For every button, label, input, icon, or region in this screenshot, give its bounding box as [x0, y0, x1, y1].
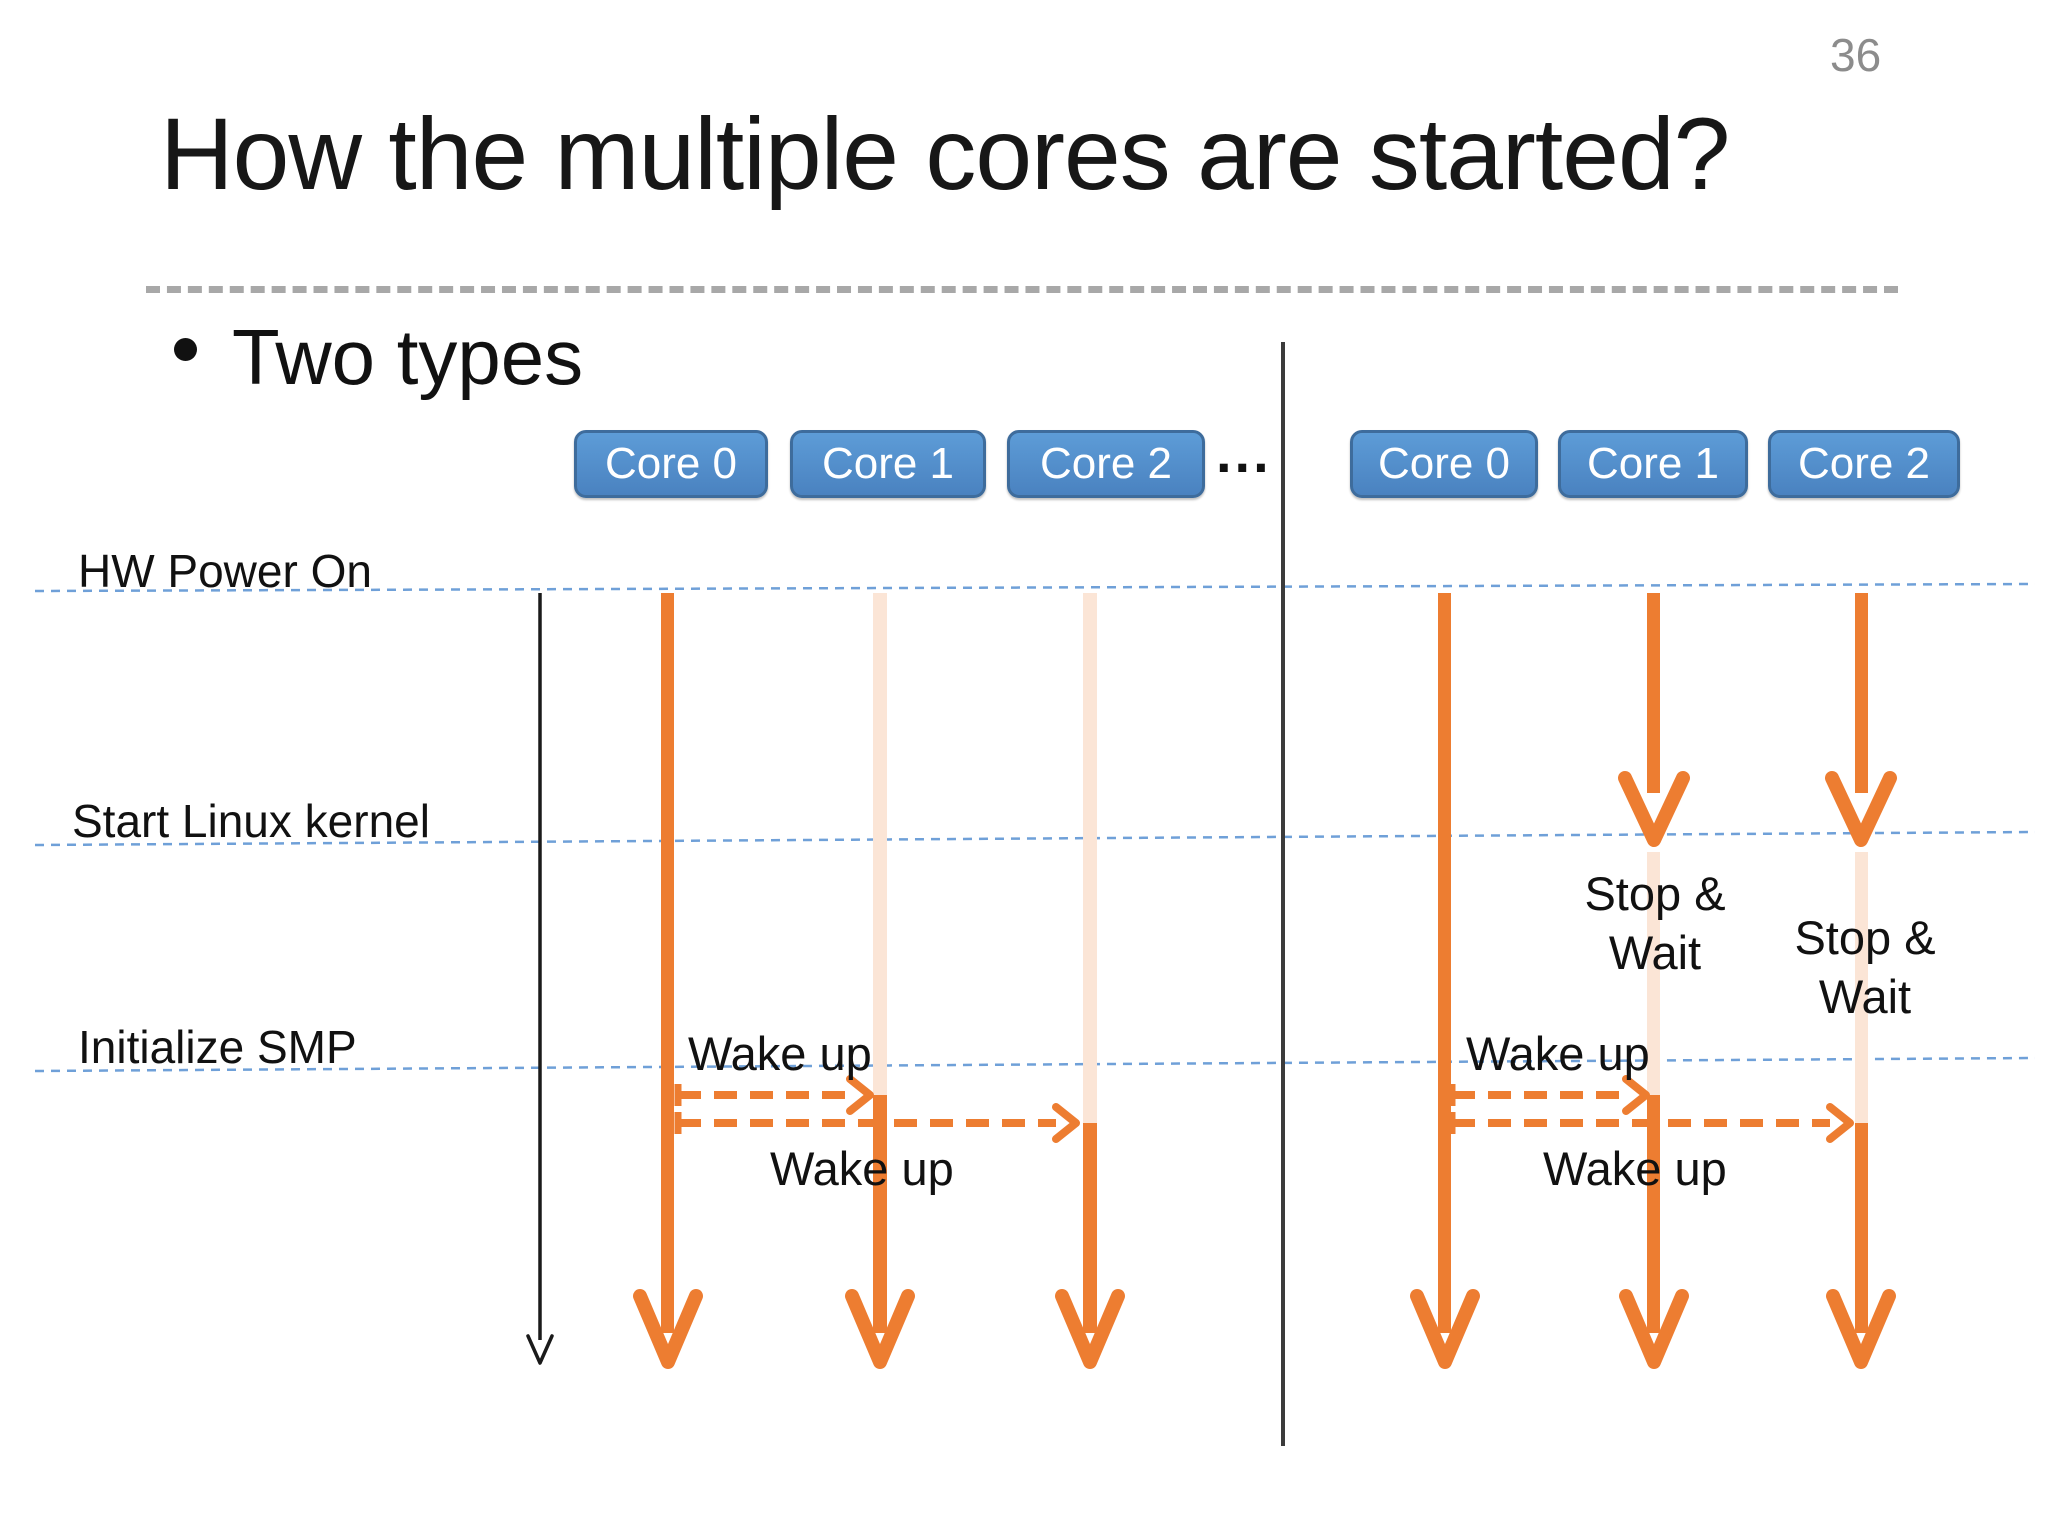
hw-power-on-line: [34, 582, 2036, 593]
left-core2-lifeline: [1055, 593, 1125, 1369]
stop-wait-line2: Wait: [1818, 970, 1912, 1023]
right-wakeup-core1-label: Wake up: [1466, 1027, 1650, 1080]
time-axis-arrow: [526, 593, 554, 1365]
left-wakeup-arrows: [674, 1075, 1080, 1143]
bullet-dot: [174, 338, 197, 361]
right-core2-stop-wait-label: Stop & Wait: [1760, 908, 1970, 1026]
page-number: 36: [1830, 29, 1882, 81]
more-cores-ellipsis: ...: [1216, 421, 1272, 484]
right-wakeup-arrows: [1448, 1075, 1854, 1143]
stop-wait-line1: Stop &: [1794, 911, 1936, 964]
right-core1-lifeline: [1618, 593, 1690, 1369]
stop-wait-line1: Stop &: [1584, 867, 1726, 920]
left-core1-button[interactable]: Core 1: [790, 430, 986, 498]
right-core1-button[interactable]: Core 1: [1558, 430, 1748, 498]
right-core0-button[interactable]: Core 0: [1350, 430, 1538, 498]
timeline-label-initialize-smp: Initialize SMP: [78, 1021, 357, 1073]
stop-wait-line2: Wait: [1608, 926, 1702, 979]
left-core1-lifeline: [845, 593, 915, 1369]
right-core2-button[interactable]: Core 2: [1768, 430, 1960, 498]
right-core0-lifeline: [1410, 593, 1480, 1369]
initialize-smp-line: [34, 1056, 2036, 1073]
timeline-label-start-linux-kernel: Start Linux kernel: [72, 795, 430, 847]
left-core0-lifeline: [633, 593, 703, 1369]
slide-title: How the multiple cores are started?: [160, 97, 1730, 211]
right-core1-stop-wait-label: Stop & Wait: [1550, 864, 1760, 982]
left-wakeup-core2-label: Wake up: [770, 1142, 954, 1195]
bullet-text: Two types: [232, 313, 584, 401]
start-linux-kernel-line: [34, 830, 2036, 847]
left-core0-button[interactable]: Core 0: [574, 430, 768, 498]
right-wakeup-core2-label: Wake up: [1543, 1142, 1727, 1195]
title-divider-line: [146, 286, 1898, 293]
timeline-label-hw-power-on: HW Power On: [78, 545, 372, 597]
left-wakeup-core1-label: Wake up: [688, 1027, 872, 1080]
timeline-dashed-lines: [34, 582, 2036, 1073]
right-core2-lifeline: [1825, 593, 1897, 1369]
left-core2-button[interactable]: Core 2: [1007, 430, 1205, 498]
